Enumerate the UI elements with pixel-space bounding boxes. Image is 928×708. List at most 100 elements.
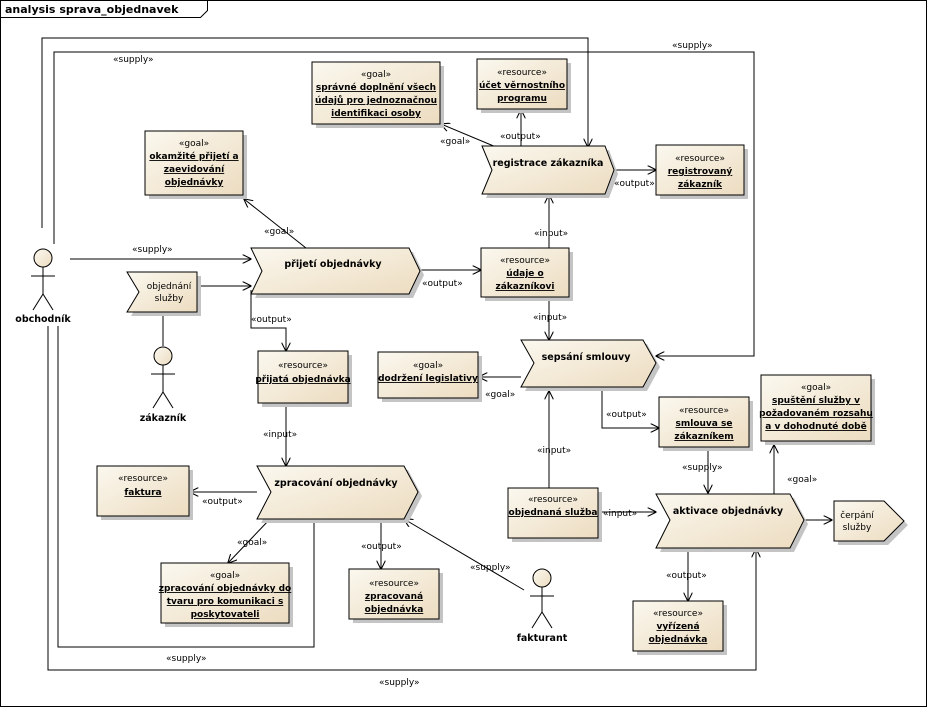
- label-goal-prijeti: «goal»: [264, 227, 294, 237]
- svg-text:spuštění služby v: spuštění služby v: [772, 395, 860, 406]
- label-supply-smlouva: «supply»: [682, 463, 723, 473]
- label-output-vyrizena: «output»: [666, 571, 707, 581]
- label-input-sepsani: «input»: [533, 313, 567, 323]
- svg-text:vyřízená: vyřízená: [656, 622, 699, 632]
- label-goal-registrace: «goal»: [440, 137, 470, 147]
- process-sepsani[interactable]: sepsání smlouvy: [520, 339, 660, 391]
- svg-text:objednávka: objednávka: [649, 635, 708, 645]
- edge-output-prijeti-prijata: [250, 290, 286, 351]
- actor-zakaznik-name: zákazník: [140, 413, 187, 424]
- edge-supply-fakturant-zpracovani: [404, 519, 525, 591]
- svg-text:«resource»: «resource»: [653, 609, 703, 619]
- svg-text:smlouva se: smlouva se: [676, 419, 733, 429]
- actor-zakaznik[interactable]: zákazník: [140, 346, 187, 424]
- svg-text:správné doplnění všech: správné doplnění všech: [316, 82, 436, 93]
- svg-text:programu: programu: [497, 94, 547, 104]
- edge-goal-prijeti-okamzite: [244, 199, 307, 249]
- edge-supply-obchodnik-zpracovani: [57, 326, 314, 648]
- resource-objednana-sluzba[interactable]: «resource» objednaná služba: [507, 487, 602, 542]
- resource-smlouva-se-zakaznikem[interactable]: «resource» smlouva se zákazníkem: [658, 396, 753, 451]
- label-supply-prijeti: «supply»: [132, 245, 173, 255]
- label-output-smlouva: «output»: [606, 410, 647, 420]
- process-aktivace[interactable]: aktivace objednávky: [655, 493, 808, 552]
- process-prijeti-label: přijetí objednávky: [284, 259, 382, 270]
- svg-text:faktura: faktura: [124, 488, 161, 498]
- label-input-registrace: «input»: [534, 229, 568, 239]
- svg-text:«goal»: «goal»: [801, 383, 831, 393]
- label-output-faktura: «output»: [202, 497, 243, 507]
- process-zpracovani[interactable]: zpracování objednávky: [256, 465, 422, 523]
- label-output-ucet: «output»: [500, 132, 541, 142]
- svg-text:«goal»: «goal»: [210, 571, 240, 581]
- event-cerpani[interactable]: čerpání služby: [833, 500, 908, 545]
- svg-text:«resource»: «resource»: [675, 154, 725, 164]
- svg-text:objednávka: objednávka: [365, 605, 424, 615]
- svg-text:identifikaci osoby: identifikaci osoby: [331, 109, 421, 119]
- label-supply-fakturant: «supply»: [470, 563, 511, 573]
- event-objednani[interactable]: objednání služby: [126, 271, 201, 316]
- svg-text:zaevidování: zaevidování: [164, 165, 225, 175]
- actor-fakturant-figure: [530, 568, 554, 629]
- svg-text:poskytovateli: poskytovateli: [191, 610, 260, 620]
- goal-spravne-doplneni[interactable]: «goal» správné doplnění všech údajů pro …: [311, 61, 444, 128]
- actor-obchodnik[interactable]: obchodník: [15, 248, 71, 325]
- svg-text:dodržení legislativy: dodržení legislativy: [378, 374, 478, 384]
- svg-text:«resource»: «resource»: [679, 406, 729, 416]
- edges: [41, 37, 832, 671]
- process-registrace[interactable]: registrace zákazníka: [481, 145, 618, 198]
- svg-text:«resource»: «resource»: [500, 256, 550, 266]
- goal-zpracovani-objednavky[interactable]: «goal» zpracování objednávky do tvaru pr…: [159, 562, 293, 627]
- label-goal-aktivace: «goal»: [787, 475, 817, 485]
- goal-okamzite-prijeti[interactable]: «goal» okamžité přijetí a zaevidování ob…: [144, 130, 247, 199]
- event-cerpani-line-1: čerpání: [840, 510, 874, 521]
- svg-text:údajů pro jednoznačnou: údajů pro jednoznačnou: [315, 95, 437, 106]
- actor-obchodnik-name: obchodník: [15, 314, 71, 325]
- actor-obchodnik-figure: [31, 248, 55, 311]
- resource-faktura[interactable]: «resource» faktura: [96, 465, 193, 520]
- resource-prijata-objednavka[interactable]: «resource» přijatá objednávka: [255, 350, 352, 407]
- svg-text:údaje o: údaje o: [506, 269, 543, 279]
- resource-registrovany-zakaznik[interactable]: «resource» registrovaný zákazník: [655, 144, 748, 199]
- process-prijeti[interactable]: přijetí objednávky: [250, 247, 424, 298]
- label-input-aktivace: «input»: [603, 509, 637, 519]
- goal-spusteni-sluzby[interactable]: «goal» spuštění služby v požadovaném roz…: [759, 374, 875, 445]
- label-supply-top-left: «supply»: [113, 55, 154, 65]
- edge-output-sepsani-smlouva: [601, 381, 659, 428]
- resource-vyrizena-objednavka[interactable]: «resource» vyřízená objednávka: [632, 600, 727, 655]
- label-supply-zpracovani: «supply»: [166, 654, 207, 664]
- svg-text:zákazníkem: zákazníkem: [674, 432, 733, 442]
- event-objednani-line-2: služby: [155, 294, 184, 304]
- edge-goal-registrace-spravne: [441, 124, 497, 148]
- label-supply-top-right: «supply»: [672, 41, 713, 51]
- edge-goal-zpracovani-goal: [228, 518, 271, 563]
- label-output-zpracovana: «output»: [361, 542, 402, 552]
- svg-text:zpracování objednávky do: zpracování objednávky do: [159, 584, 292, 594]
- svg-text:«goal»: «goal»: [413, 361, 443, 371]
- svg-text:účet věrnostního: účet věrnostního: [479, 80, 565, 91]
- label-input-zpracovani: «input»: [263, 430, 297, 440]
- process-sepsani-label: sepsání smlouvy: [542, 352, 632, 363]
- goal-dodrzeni-legislativy[interactable]: «goal» dodržení legislativy: [377, 351, 482, 402]
- label-output-registrovany: «output»: [614, 179, 655, 189]
- svg-text:tvaru pro komunikaci s: tvaru pro komunikaci s: [167, 597, 284, 607]
- label-goal-sepsani: «goal»: [485, 390, 515, 400]
- svg-text:«resource»: «resource»: [528, 495, 578, 505]
- process-zpracovani-label: zpracování objednávky: [274, 478, 398, 489]
- label-input-objednana-sepsani: «input»: [537, 446, 571, 456]
- resource-zpracovana-objednavka[interactable]: «resource» zpracovaná objednávka: [348, 568, 443, 623]
- edge-labels: «supply» «supply» «supply» «supply» «sup…: [113, 41, 817, 688]
- actor-fakturant-name: fakturant: [517, 633, 568, 644]
- frame-title: analysis sprava_objednavek: [5, 3, 179, 16]
- label-output-prijata: «output»: [251, 315, 292, 325]
- svg-text:«resource»: «resource»: [369, 579, 419, 589]
- resource-udaje-o-zakaznikovi[interactable]: «resource» údaje o zákazníkovi: [480, 247, 573, 301]
- resource-ucet-vernostniho-programu[interactable]: «resource» účet věrnostního programu: [476, 58, 571, 113]
- svg-text:zákazníkovi: zákazníkovi: [496, 282, 555, 292]
- edge-supply-obchodnik-aktivace: [47, 326, 756, 671]
- label-supply-aktivace: «supply»: [379, 678, 420, 688]
- svg-text:«resource»: «resource»: [497, 68, 547, 78]
- svg-text:přijatá objednávka: přijatá objednávka: [255, 375, 350, 385]
- process-registrace-label: registrace zákazníka: [493, 158, 604, 169]
- actor-fakturant[interactable]: fakturant: [517, 568, 568, 644]
